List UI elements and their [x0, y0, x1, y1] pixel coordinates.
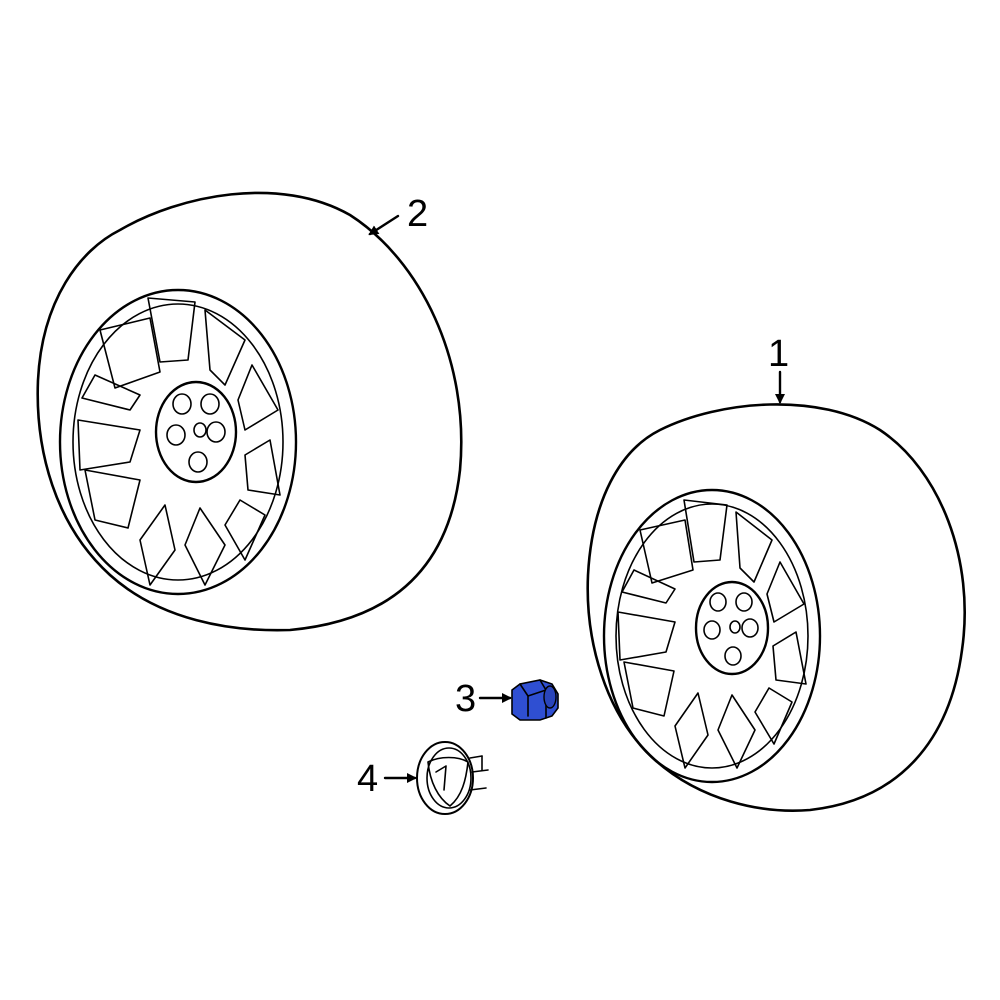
wheel-assembly-part-2[interactable] — [36, 191, 463, 632]
callout-1: 1 — [768, 333, 789, 375]
center-cap-part-4[interactable] — [416, 741, 489, 815]
callout-4: 4 — [357, 758, 378, 800]
callout-2: 2 — [407, 193, 428, 235]
wheel-assembly-part-1[interactable] — [586, 403, 966, 812]
leader-arrow-2 — [368, 214, 400, 236]
lug-nut-part-3[interactable] — [511, 679, 559, 721]
callout-3: 3 — [455, 678, 476, 720]
